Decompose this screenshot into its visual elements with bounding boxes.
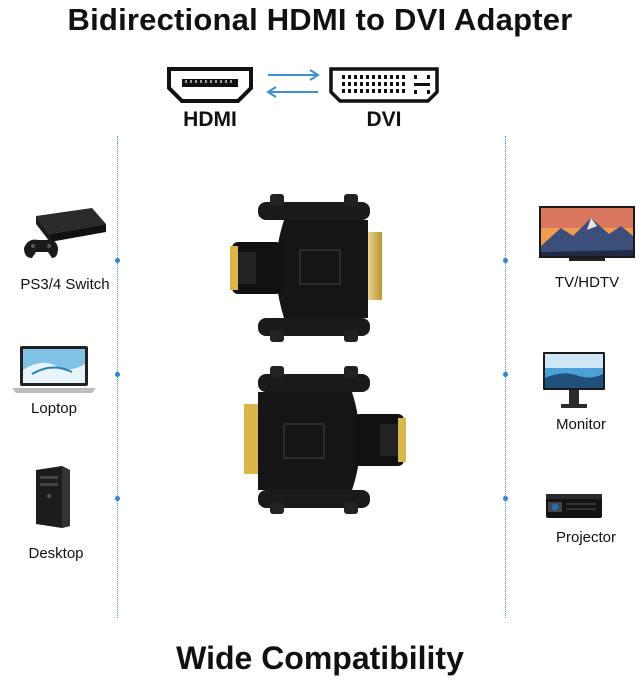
tv-icon [539, 206, 635, 261]
connector-dot [503, 372, 508, 377]
game-console-icon [24, 208, 106, 258]
connector-dot [115, 372, 120, 377]
source-label: Desktop [28, 545, 84, 562]
hdmi-port-icon [167, 67, 253, 103]
display-label: TV/HDTV [554, 274, 620, 291]
footer-tagline: Wide Compatibility [176, 640, 464, 676]
connector-dot [115, 496, 120, 501]
projector-icon [546, 494, 602, 518]
hdmi-label: HDMI [183, 108, 237, 131]
desktop-tower-icon [36, 466, 70, 528]
display-label: Monitor [555, 416, 607, 433]
monitor-icon [543, 352, 605, 408]
left-connector-line [117, 136, 118, 618]
page-title: Bidirectional HDMI to DVI Adapter [67, 2, 573, 37]
source-label: Loptop [31, 400, 77, 417]
dvi-port-icon [329, 67, 439, 103]
bidirectional-arrows-icon [266, 69, 320, 98]
connector-dot [115, 258, 120, 263]
display-label: Projector [555, 529, 617, 546]
right-connector-line [505, 136, 506, 618]
hdmi-dvi-adapter-image [230, 194, 406, 514]
source-label: PS3/4 Switch [20, 276, 110, 293]
connector-dot [503, 258, 508, 263]
dvi-label: DVI [366, 108, 402, 131]
connector-dot [503, 496, 508, 501]
laptop-icon [12, 346, 96, 393]
